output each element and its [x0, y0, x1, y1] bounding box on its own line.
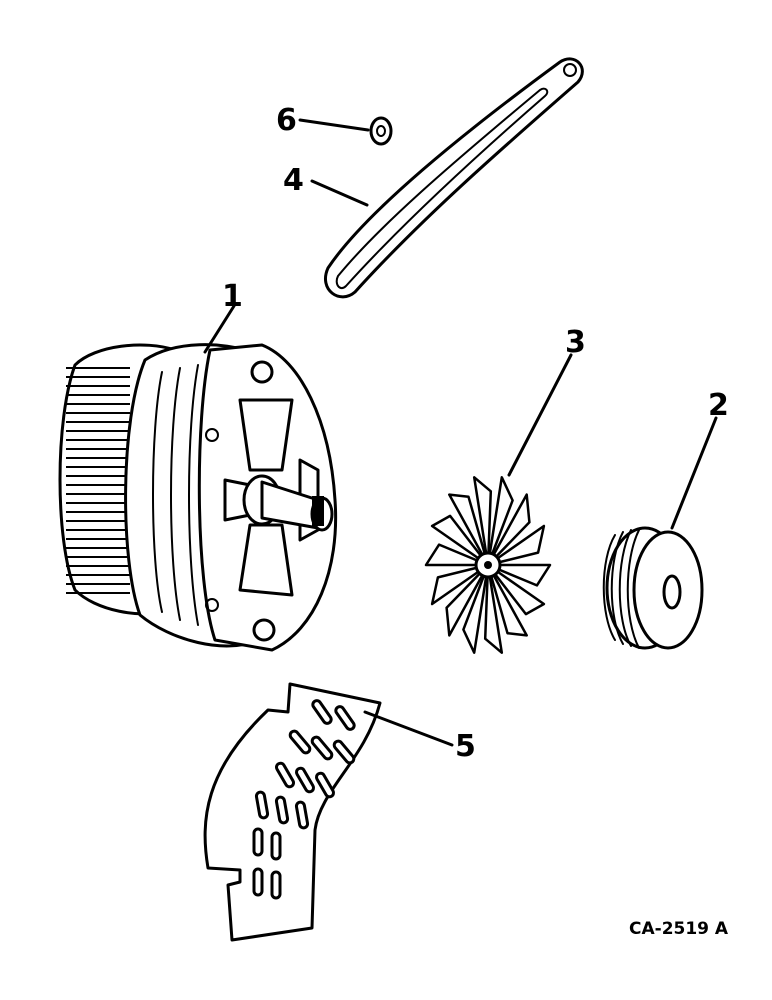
callout-1: 1 — [222, 279, 243, 314]
leader-4 — [310, 179, 369, 207]
part-5-shield — [203, 682, 382, 942]
callout-5: 5 — [455, 729, 476, 764]
leader-6 — [298, 118, 370, 132]
callout-2: 2 — [708, 388, 729, 423]
part-4-adjusting-bracket — [324, 57, 584, 299]
leader-1 — [203, 304, 236, 354]
part-2-pulley — [602, 526, 704, 650]
part-6-washer — [369, 116, 393, 146]
leader-3 — [507, 353, 573, 477]
callout-4: 4 — [283, 163, 304, 198]
leader-5 — [363, 710, 454, 747]
part-1-alternator — [58, 343, 338, 652]
drawing-code: CA-2519 A — [629, 919, 729, 939]
callout-6: 6 — [276, 103, 297, 138]
part-3-fan — [424, 476, 552, 654]
leader-lines — [203, 118, 718, 747]
callout-3: 3 — [565, 325, 586, 360]
leader-2 — [670, 416, 718, 530]
